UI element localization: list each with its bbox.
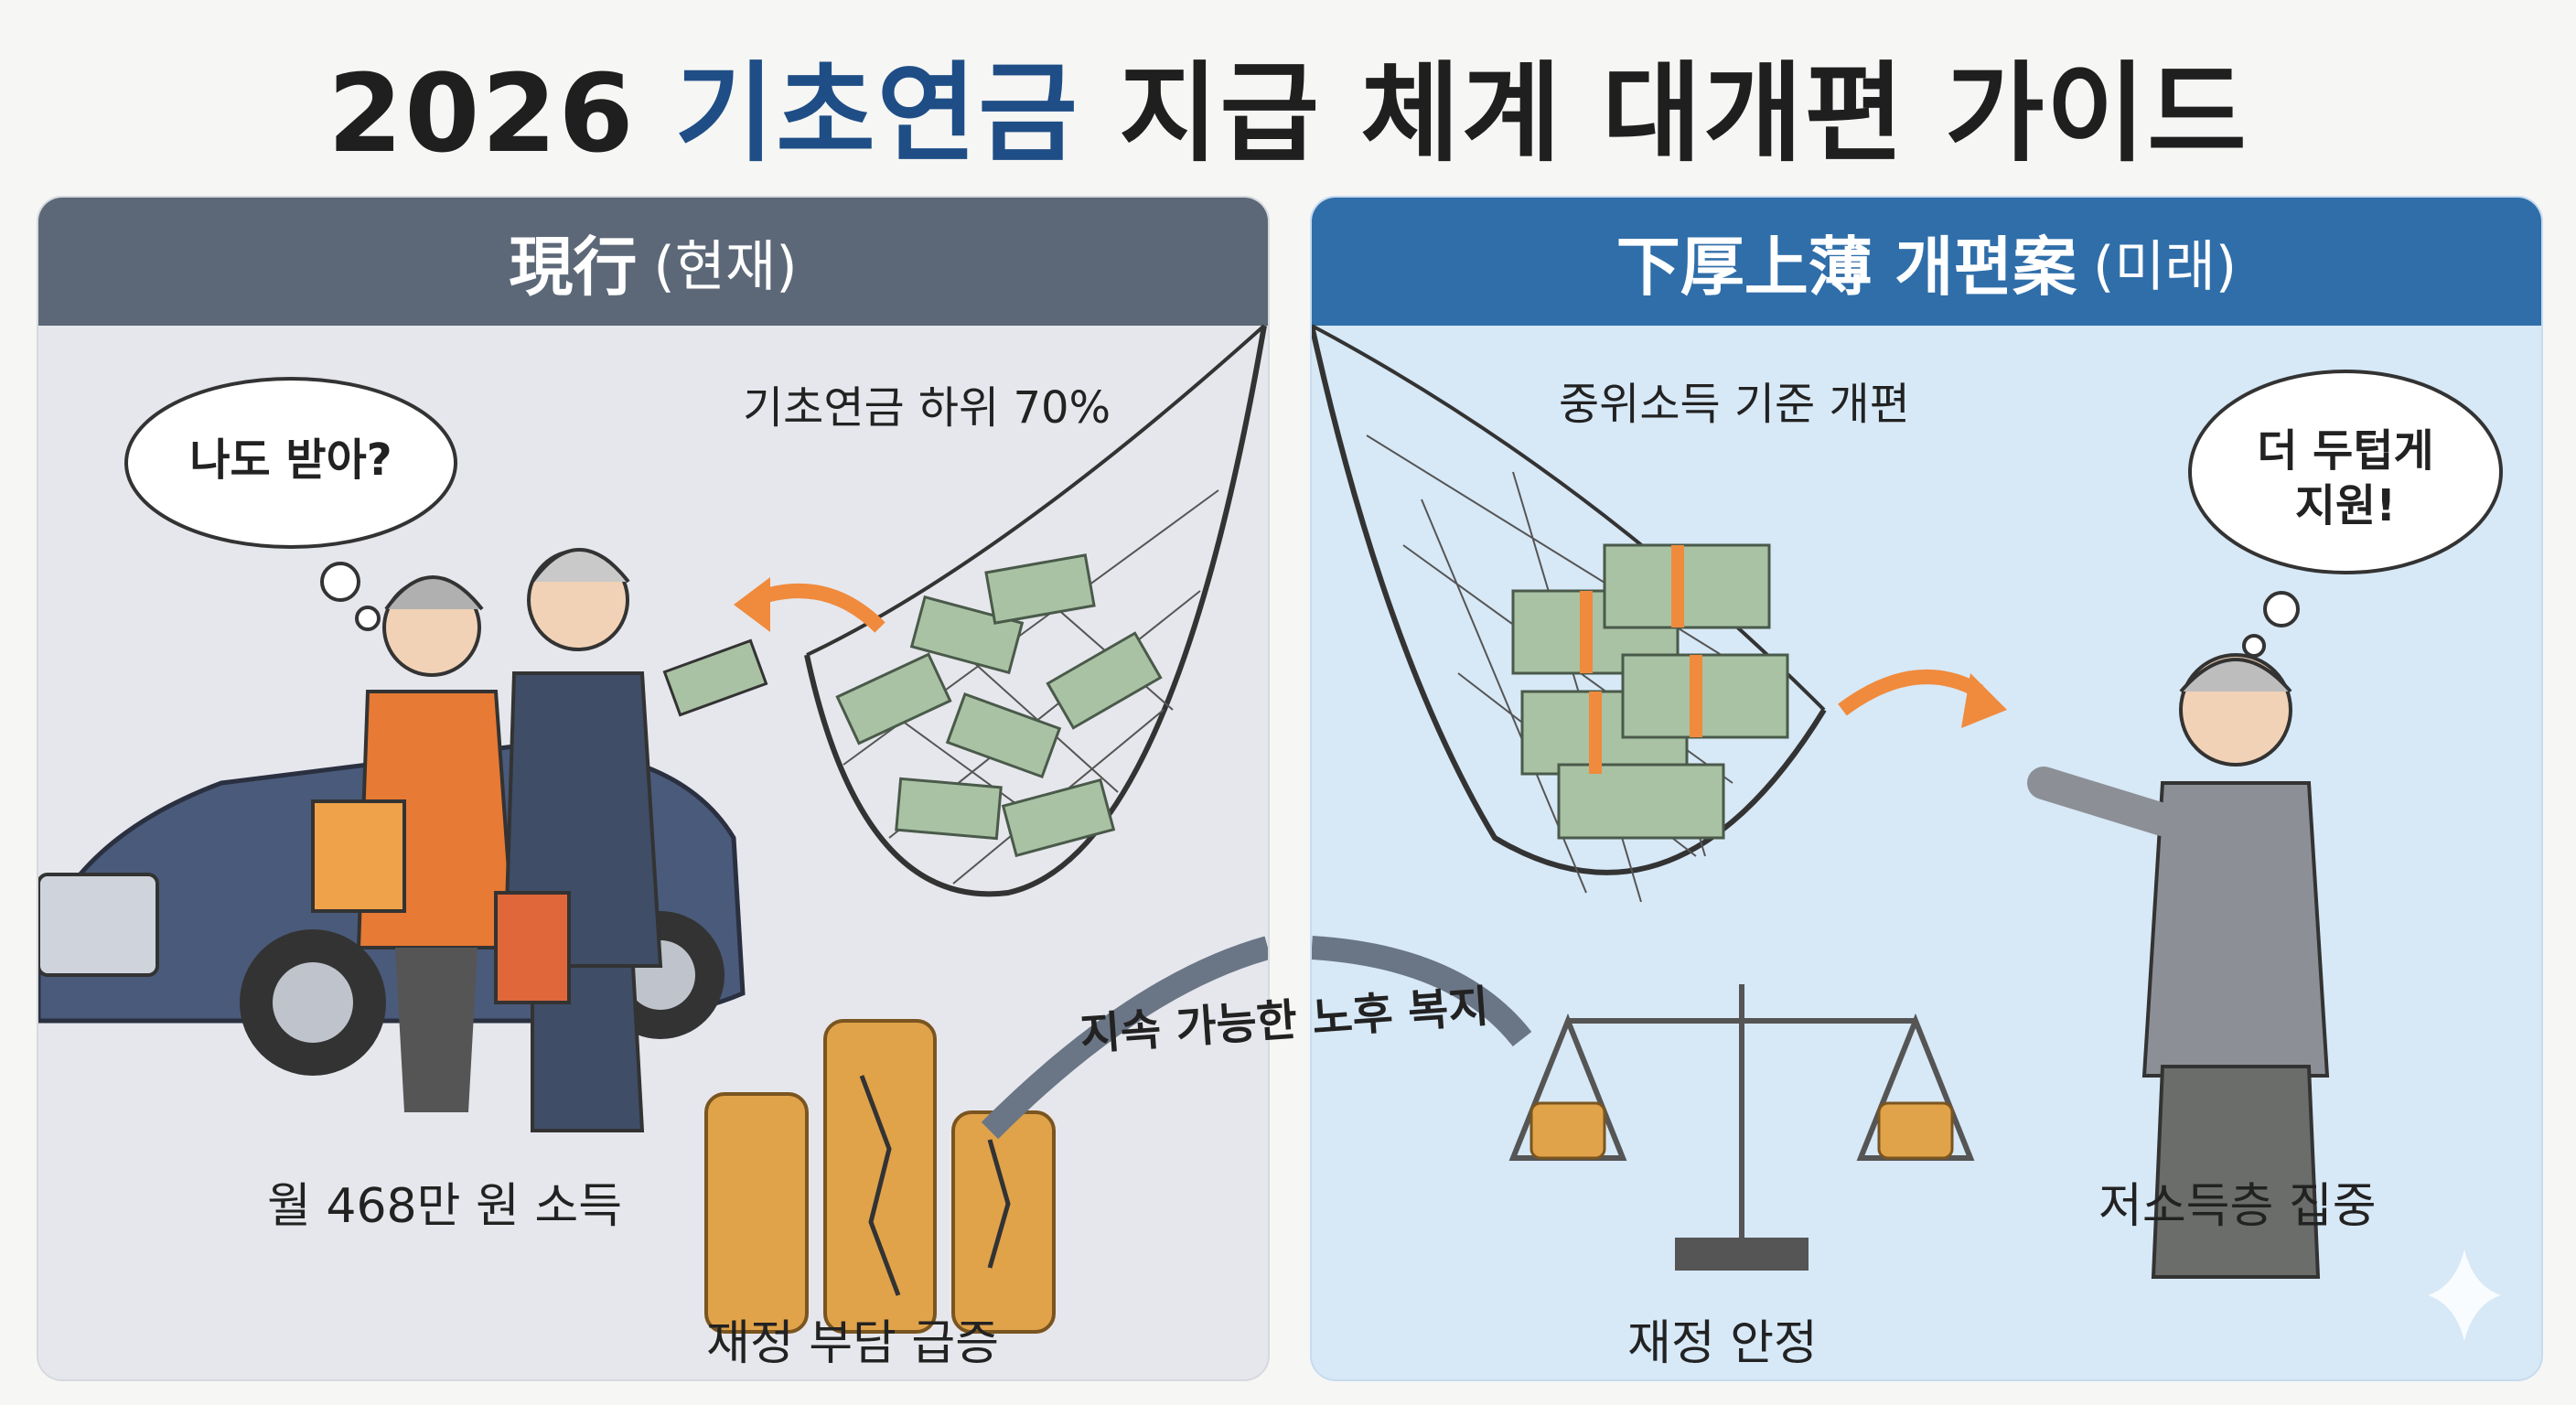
reform-system-panel: 下厚上薄 개편案 (미래) (1310, 196, 2543, 1381)
burden-label: 재정 부담 급증 (706, 1316, 1000, 1371)
net-label: 기초연금 하위 70% (743, 382, 1111, 434)
sparkle-icon (2428, 1249, 2501, 1341)
arrow-head-icon (734, 577, 770, 632)
money-icon (1511, 543, 1789, 840)
reform-system-illustration (1312, 324, 2503, 1341)
elderly-couple-icon (311, 548, 768, 1132)
reform-system-heading: 下厚上薄 개편案 (1615, 229, 2077, 305)
money-icon (835, 553, 1163, 858)
income-label: 월 468만 원 소득 (267, 1179, 623, 1234)
thought-bubble-line1: 더 두텁게 (2257, 425, 2434, 477)
thought-bubble-icon (124, 377, 457, 631)
page-title: 2026 기초연금 지급 체계 대개편 가이드 (0, 26, 2576, 182)
current-system-panel: 現行 (현재) (37, 196, 1270, 1381)
arrow-icon (1838, 670, 1983, 716)
elderly-woman-icon (2027, 653, 2330, 1279)
arrow-icon (749, 584, 886, 633)
current-system-heading: 現行 (509, 229, 638, 305)
arrow-head-icon (1961, 673, 2007, 728)
bridge-end-icon (1312, 936, 1532, 1047)
title-rest: 지급 체계 대개편 가이드 (1119, 50, 2249, 177)
reform-system-header: 下厚上薄 개편案 (미래) (1312, 198, 2541, 326)
stable-label: 재정 안정 (1627, 1316, 1818, 1371)
thought-bubble-icon (2188, 370, 2503, 658)
bridge-icon (981, 936, 1268, 1140)
current-system-illustration (38, 324, 1268, 1334)
coin-stack-icon (704, 1019, 1056, 1334)
focus-label: 저소득층 집중 (2098, 1179, 2377, 1234)
current-system-subheading: (현재) (653, 234, 798, 299)
net-label: 중위소득 기준 개편 (1559, 379, 1910, 430)
title-highlight: 기초연금 (674, 50, 1079, 177)
reform-system-subheading: (미래) (2092, 234, 2238, 299)
title-year: 2026 (327, 50, 636, 177)
thought-bubble-text: 나도 받아? (189, 434, 392, 486)
coin-stack-icon (1530, 1101, 1954, 1160)
thought-bubble-line2: 지원! (2294, 480, 2397, 531)
current-system-header: 現行 (현재) (38, 198, 1268, 326)
